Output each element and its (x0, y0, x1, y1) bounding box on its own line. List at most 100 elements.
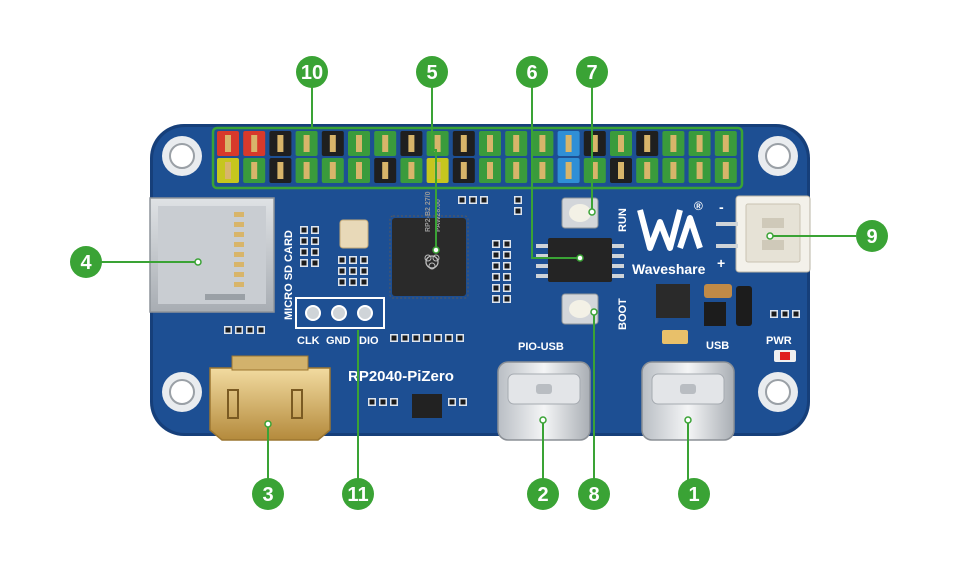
smd-part (493, 263, 499, 269)
mini-hdmi-port (209, 355, 331, 441)
smd-part (339, 279, 345, 285)
smd-part (504, 285, 510, 291)
callout-line-ends (194, 208, 774, 428)
smd-part (312, 238, 318, 244)
header-pin-metal (460, 162, 467, 179)
header-pin-metal (434, 135, 441, 152)
sd-contact (234, 282, 244, 287)
smd-part (312, 260, 318, 266)
smd-part (504, 274, 510, 280)
header-pin-metal (303, 162, 310, 179)
header-pin-metal (251, 135, 258, 152)
smd-part (339, 257, 345, 263)
svg-text:1: 1 (688, 484, 699, 506)
callout-10: 10 (296, 56, 328, 88)
header-pin-metal (225, 135, 231, 152)
smd-part (361, 279, 367, 285)
header-pin-metal (670, 162, 677, 179)
smd-part (402, 335, 408, 341)
pwr-label: PWR (766, 335, 792, 347)
usb-label: USB (706, 340, 729, 352)
micro-sd-label: MICRO SD CARD (283, 230, 295, 320)
svg-text:8: 8 (588, 484, 599, 506)
smd-part (312, 227, 318, 233)
gpio-header (211, 126, 744, 190)
smd-part (391, 399, 397, 405)
header-pin-metal (356, 135, 362, 152)
smd-part (493, 252, 499, 258)
svg-text:2: 2 (537, 484, 548, 506)
header-pin-metal (644, 162, 651, 179)
header-pin-metal (408, 135, 415, 152)
micro-sd-slot (149, 197, 275, 313)
smd-part (493, 296, 499, 302)
usb-c-port (641, 361, 735, 441)
rp2040-chip: RP2-B2 27/0 PAW28.00 (389, 191, 469, 299)
pio-usb-c-port (497, 361, 591, 441)
header-pin-metal (356, 162, 362, 179)
mounting-hole-bottom-right (758, 372, 798, 412)
header-pin-metal (591, 135, 598, 152)
board-name-label: RP2040-PiZero (348, 368, 454, 385)
smd-part (301, 227, 307, 233)
smd-part (424, 335, 430, 341)
callout-lines (90, 72, 856, 494)
callout-4: 4 (70, 246, 102, 278)
header-pin-metal (722, 162, 729, 179)
smd-part (413, 335, 419, 341)
smd-part (380, 399, 386, 405)
header-pin-metal (539, 135, 546, 152)
crystal (339, 219, 369, 249)
header-pin-metal (591, 162, 598, 179)
boot-button (561, 293, 599, 325)
gpio-header-outline (211, 126, 744, 190)
dio-label: DIO (359, 335, 379, 347)
mounting-hole-top-left (162, 136, 202, 176)
smd-part (504, 296, 510, 302)
smd-part (515, 197, 521, 203)
header-pin-metal (565, 135, 572, 152)
chip-marking-line1: RP2-B2 27/0 (425, 191, 432, 232)
header-pin-metal (382, 135, 389, 152)
svg-text:7: 7 (586, 62, 597, 84)
header-pin-metal (644, 135, 651, 152)
swd-pads (295, 297, 385, 329)
header-pin-metal (722, 135, 729, 152)
clk-label: CLK (297, 335, 320, 347)
smd-part (361, 257, 367, 263)
smd-part (225, 327, 231, 333)
raspberry-logo-icon (424, 254, 440, 270)
smd-part (493, 274, 499, 280)
smd-part (793, 311, 799, 317)
mounting-hole-bottom-left (162, 372, 202, 412)
sd-contact (234, 232, 244, 237)
header-pin-metal (513, 162, 520, 179)
smd-components (224, 196, 800, 406)
small-ic (412, 394, 442, 418)
svg-text:10: 10 (301, 62, 323, 84)
smd-part (350, 279, 356, 285)
mounting-holes (162, 136, 798, 412)
svg-text:11: 11 (347, 484, 368, 506)
smd-part (504, 241, 510, 247)
pwr-led (774, 350, 796, 362)
smd-part (493, 285, 499, 291)
smd-part (782, 311, 788, 317)
smd-part (312, 249, 318, 255)
pio-usb-label: PIO-USB (518, 341, 564, 353)
callout-11: 11 (342, 478, 374, 510)
smd-part (449, 399, 455, 405)
callout-2: 2 (527, 478, 559, 510)
header-pin-metal (565, 162, 572, 179)
power-ic (656, 284, 752, 344)
header-pin-metal (303, 135, 310, 152)
smd-part (361, 268, 367, 274)
brand-label: Waveshare (632, 261, 706, 277)
header-pin-metal (487, 135, 493, 152)
sd-contact (234, 212, 244, 217)
pcb-board (150, 124, 810, 436)
callout-1: 1 (678, 478, 710, 510)
sd-contact (234, 272, 244, 277)
smd-part (301, 260, 307, 266)
header-pin-metal (434, 162, 441, 179)
